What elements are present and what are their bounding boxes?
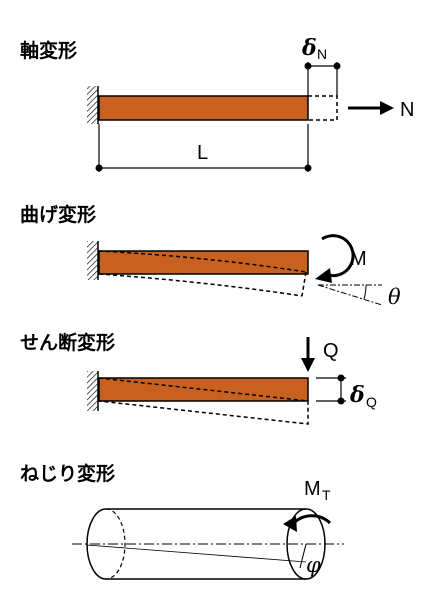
shear-deformed-outline xyxy=(98,377,309,425)
torsion-cylinder-end-left-back xyxy=(105,508,126,580)
axial-delta-dot-right xyxy=(333,62,341,70)
axial-delta-symbol: δ xyxy=(301,35,317,61)
shear-panel: せん断変形 Q δ Q xyxy=(20,331,377,425)
axial-beam xyxy=(98,95,309,121)
axial-length-dot-left xyxy=(95,164,103,172)
shear-delta-symbol: δ xyxy=(349,382,365,408)
axial-delta-sub: N xyxy=(317,46,327,62)
torsion-moment-arrow-head xyxy=(283,516,297,532)
torsion-panel: ねじり変形 M T φ xyxy=(20,462,344,580)
bending-wall xyxy=(87,241,98,280)
torsion-angle-label: φ xyxy=(306,553,321,577)
shear-wall xyxy=(87,371,98,411)
axial-length-label: L xyxy=(197,142,208,164)
shear-force-label: Q xyxy=(323,340,339,362)
shear-delta-sub: Q xyxy=(366,394,377,410)
shear-delta-dot-bottom xyxy=(337,397,345,405)
shear-title: せん断変形 xyxy=(20,331,115,354)
torsion-title: ねじり変形 xyxy=(20,462,115,485)
shear-delta-dot-top xyxy=(337,374,345,382)
torsion-cylinder-end-left-front xyxy=(86,508,107,580)
bending-moment-label: M xyxy=(350,248,367,270)
axial-length-dot-right xyxy=(304,164,312,172)
torsion-moment-sub: T xyxy=(322,487,331,503)
axial-deformed-outline xyxy=(308,95,338,121)
bending-beam xyxy=(98,250,309,275)
bending-panel: 曲げ変形 M θ xyxy=(20,203,401,309)
torsion-twist-line xyxy=(86,544,307,563)
bending-title: 曲げ変形 xyxy=(20,203,96,226)
axial-panel: 軸変形 δ N N L xyxy=(20,35,414,172)
bending-moment-arrow-arc xyxy=(321,234,355,278)
bending-angle-rot-line xyxy=(317,284,383,306)
bending-angle-label: θ xyxy=(388,285,401,309)
axial-delta-dot-left xyxy=(304,62,312,70)
bending-angle-arc xyxy=(363,284,367,300)
axial-force-arrow-head xyxy=(380,101,394,115)
axial-force-label: N xyxy=(400,99,414,121)
axial-title: 軸変形 xyxy=(20,39,77,62)
shear-force-arrow-head xyxy=(301,358,315,372)
bending-moment-arrow-head xyxy=(315,268,332,283)
torsion-moment-symbol: M xyxy=(304,478,321,500)
torsion-radius-line xyxy=(299,543,307,569)
bending-deformed-outline xyxy=(98,250,307,297)
axial-wall xyxy=(87,86,98,124)
